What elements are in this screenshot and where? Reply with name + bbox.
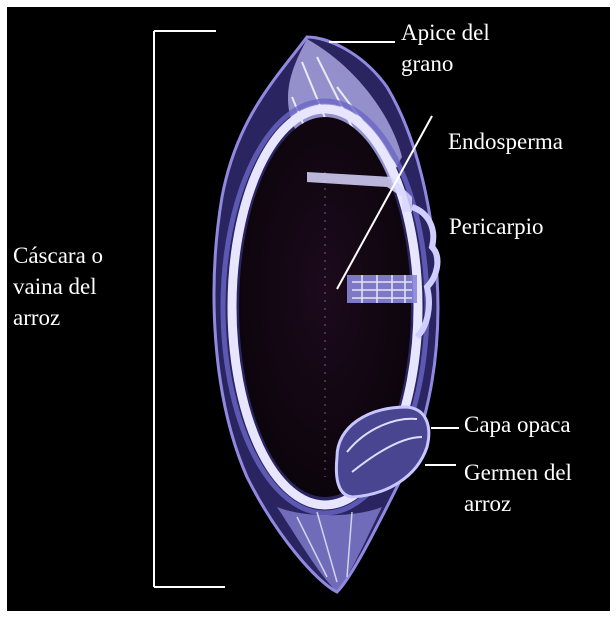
label-apice: Apice del grano	[401, 17, 490, 79]
diagram-frame: Apice del grano Endosperma Pericarpio Cá…	[7, 7, 610, 611]
label-cascara: Cáscara o vaina del arroz	[13, 240, 103, 333]
label-pericarpio: Pericarpio	[449, 211, 544, 242]
label-endosperma: Endosperma	[448, 126, 563, 157]
label-capa-opaca: Capa opaca	[464, 409, 571, 440]
label-germen: Germen del arroz	[464, 457, 572, 519]
endosperm-detail	[347, 275, 417, 303]
